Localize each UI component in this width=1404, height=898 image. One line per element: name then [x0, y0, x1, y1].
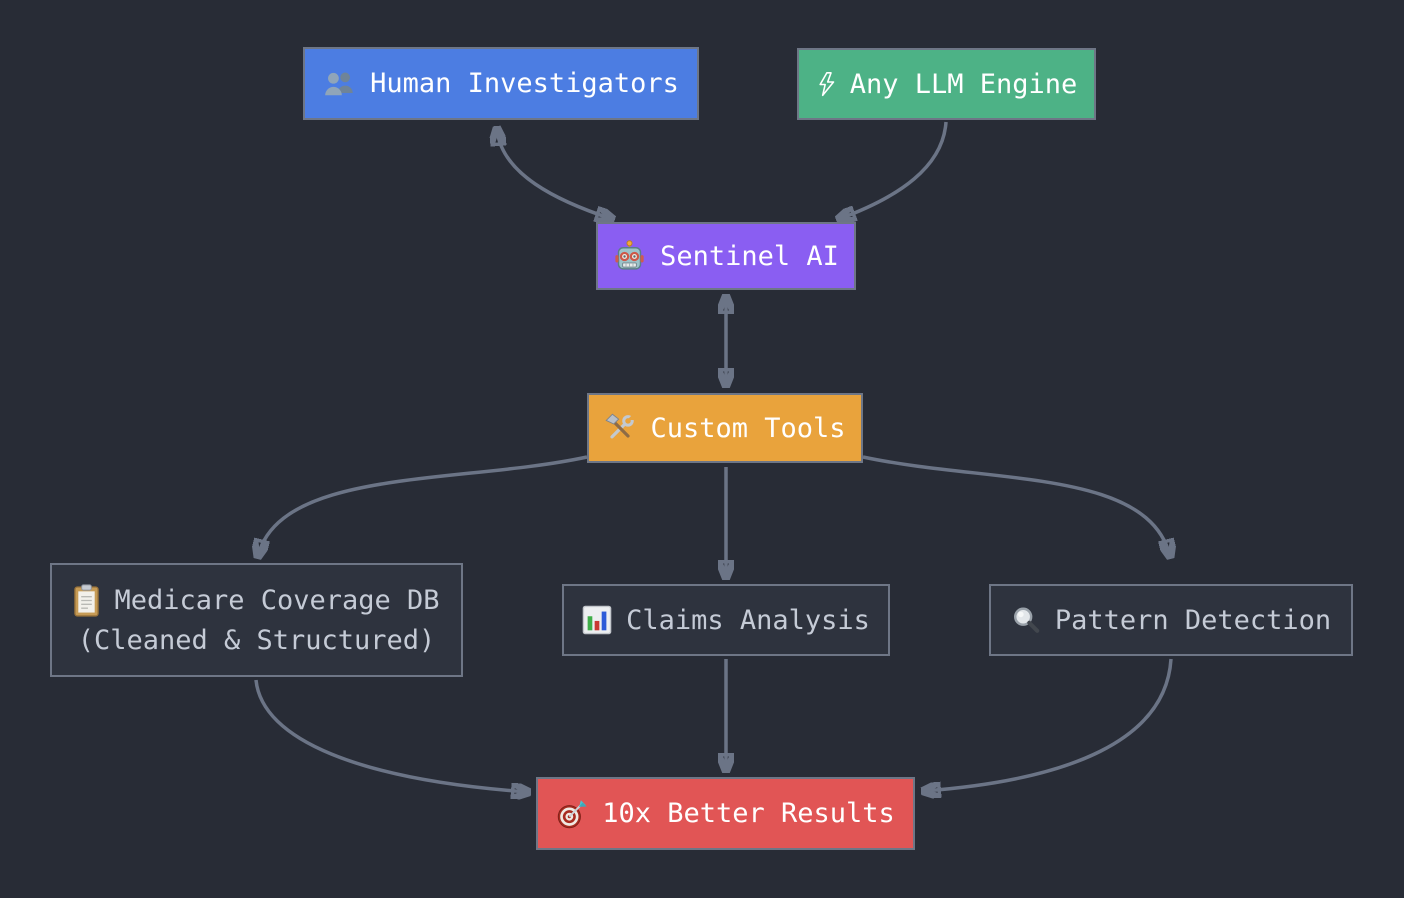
- node-label-line2: (Cleaned & Structured): [77, 625, 436, 656]
- robot-icon: [613, 239, 646, 273]
- edge-any-llm-engine-sentinel-ai: [839, 121, 948, 219]
- node-pattern-detection: Pattern Detection: [989, 584, 1353, 656]
- edge-custom-tools-pattern-detection: [862, 455, 1170, 556]
- edge-medicare-db-results: [254, 679, 528, 792]
- edge-custom-tools-medicare-db: [258, 455, 588, 556]
- clipboard-icon: [73, 584, 100, 617]
- node-custom-tools: Custom Tools: [587, 393, 863, 463]
- magnifying-glass-icon: [1011, 605, 1041, 635]
- node-label: Pattern Detection: [1054, 604, 1332, 636]
- edge-sentinel-ai-human-investigators: [497, 129, 612, 219]
- node-human-investigators: Human Investigators: [303, 47, 699, 120]
- target-icon: [556, 798, 588, 830]
- bar-chart-icon: [582, 605, 612, 635]
- people-icon: [323, 70, 356, 97]
- node-label: Claims Analysis: [626, 604, 870, 636]
- node-label: 10x Better Results: [602, 798, 895, 829]
- node-label-row: Medicare Coverage DB: [73, 584, 440, 617]
- node-10x-better-results: 10x Better Results: [536, 777, 915, 850]
- node-claims-analysis: Claims Analysis: [562, 584, 890, 656]
- edge-pattern-detection-results: [924, 658, 1173, 791]
- node-label: Sentinel AI: [660, 240, 839, 272]
- node-medicare-coverage-db: Medicare Coverage DB (Cleaned & Structur…: [50, 563, 463, 677]
- node-label: Human Investigators: [370, 68, 679, 99]
- lightning-icon: [816, 71, 836, 98]
- node-any-llm-engine: Any LLM Engine: [797, 48, 1096, 120]
- node-label: Custom Tools: [650, 412, 846, 444]
- node-sentinel-ai: Sentinel AI: [596, 222, 856, 290]
- node-label: Any LLM Engine: [849, 68, 1078, 100]
- node-label-line1: Medicare Coverage DB: [114, 585, 440, 616]
- hammer-wrench-icon: [604, 412, 637, 444]
